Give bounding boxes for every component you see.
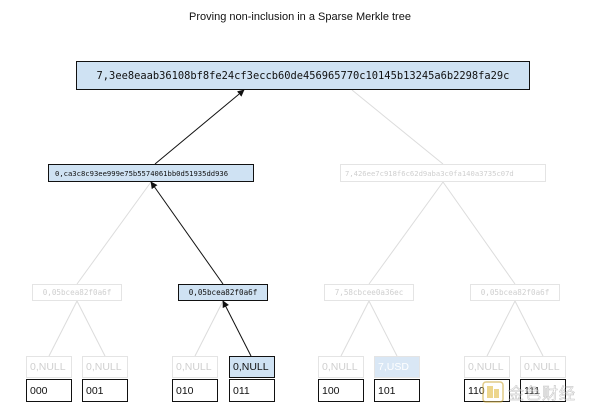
leaf-value: 0,NULL	[318, 356, 364, 378]
edge-l1r-c	[368, 181, 444, 285]
leaf-value: 0,NULL	[464, 356, 510, 378]
edge-l2b-3	[222, 300, 252, 357]
leaf-key: 001	[82, 379, 128, 402]
edge-l1l-a	[76, 181, 152, 285]
leaf-key: 000	[26, 379, 72, 402]
leaf-011: 0,NULL 011	[229, 356, 275, 402]
edge-l1r-d	[442, 181, 516, 285]
edge-l2a-1	[76, 300, 106, 357]
edge-l2d-7	[514, 300, 544, 357]
diagram-title: Proving non-inclusion in a Sparse Merkle…	[189, 11, 411, 23]
watermark-logo: 金色财经	[482, 378, 594, 406]
edge-l2d-6	[486, 300, 516, 357]
level1-right-node: 7,426ee7c918f6c62d9aba3c0fa140a3735c07d	[340, 164, 546, 182]
level1-left-node: 0,ca3c8c93ee999e75b5574061bb0d51935dd936	[48, 164, 254, 182]
leaf-value: 0,NULL	[82, 356, 128, 378]
edge-l2c-4	[340, 300, 370, 357]
leaf-key: 100	[318, 379, 364, 402]
root-node: 7,3ee8eaab36108bf8fe24cf3eccb60de4569657…	[76, 61, 530, 90]
leaf-value: 7,USD	[374, 356, 420, 378]
leaf-value: 0,NULL	[26, 356, 72, 378]
edge-l2c-5	[368, 300, 398, 357]
level2-node-c: 7,58cbcee0a36ec	[324, 284, 414, 301]
leaf-key: 010	[172, 379, 218, 402]
leaf-001: 0,NULL 001	[82, 356, 128, 402]
level2-node-b: 0,05bcea82f0a6f	[178, 284, 268, 301]
leaf-value: 0,NULL	[229, 356, 275, 378]
edge-l2b-2	[194, 300, 224, 357]
leaf-101: 7,USD 101	[374, 356, 420, 402]
leaf-010: 0,NULL 010	[172, 356, 218, 402]
watermark-icon	[482, 381, 504, 403]
edge-root-right	[351, 89, 444, 165]
edge-l2a-0	[48, 300, 78, 357]
level2-node-a: 0,05bcea82f0a6f	[32, 284, 122, 301]
level2-node-d: 0,05bcea82f0a6f	[470, 284, 560, 301]
leaf-000: 0,NULL 000	[26, 356, 72, 402]
leaf-key: 101	[374, 379, 420, 402]
leaf-100: 0,NULL 100	[318, 356, 364, 402]
leaf-value: 0,NULL	[172, 356, 218, 378]
leaf-key: 011	[229, 379, 275, 402]
leaf-key: 111	[520, 379, 566, 402]
edge-l1l-b	[150, 181, 224, 285]
leaf-111: 0,NULL 111	[520, 356, 566, 402]
leaf-value: 0,NULL	[520, 356, 566, 378]
edge-root-left	[154, 89, 245, 165]
